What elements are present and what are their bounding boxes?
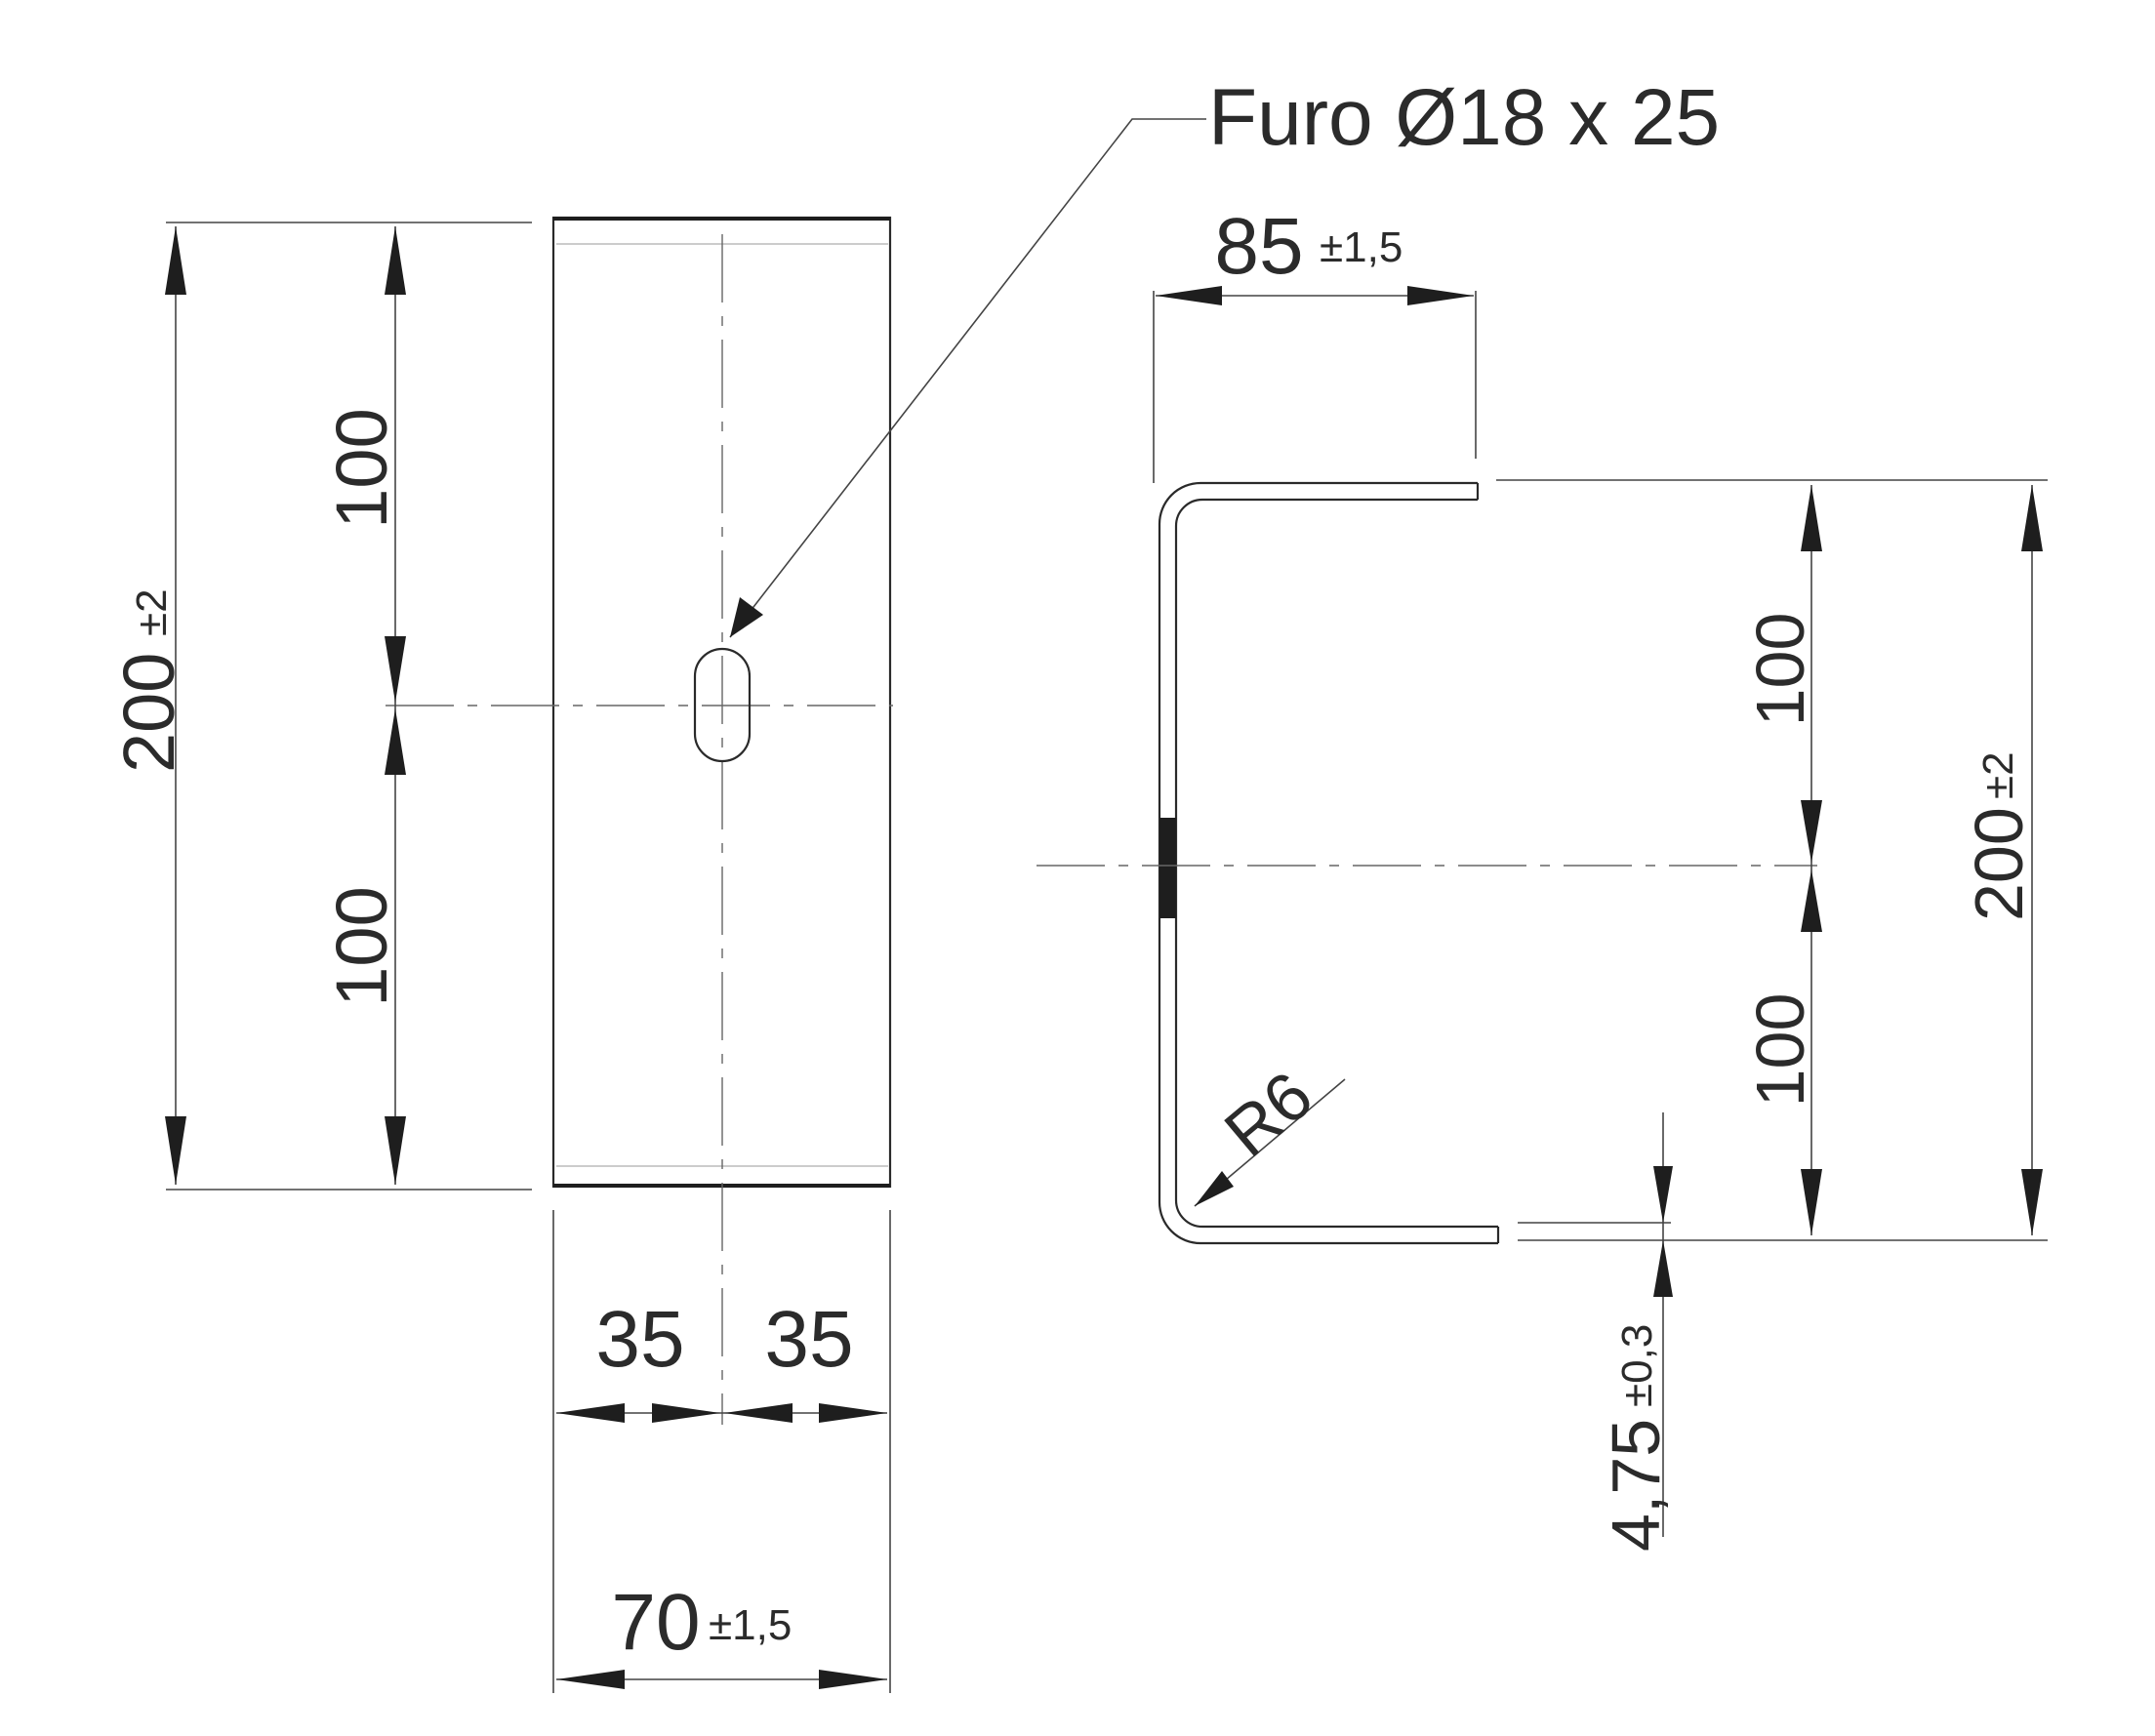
- overall-height-value: 200: [108, 653, 189, 773]
- hole-leader-arrowhead: [730, 597, 763, 637]
- side-upper-height-value: 100: [1742, 613, 1818, 727]
- side-lower-height-value: 100: [1742, 993, 1818, 1108]
- hole-callout-label: Furo Ø18 x 25: [1208, 73, 1720, 162]
- overall-width-value: 70: [611, 1578, 700, 1667]
- arrowhead-right: [819, 1670, 887, 1689]
- arrowhead-up: [1801, 485, 1822, 551]
- arrowhead-up: [2021, 485, 2043, 551]
- radius-arrowhead: [1195, 1171, 1234, 1206]
- arrowhead-right: [652, 1403, 720, 1423]
- arrowhead-up: [385, 708, 406, 775]
- arrowhead-down: [2021, 1169, 2043, 1235]
- flange-length-tolerance: ±1,5: [1320, 223, 1403, 271]
- arrowhead-down: [1801, 1169, 1822, 1235]
- arrowhead-down: [1801, 800, 1822, 863]
- thickness-value: 4,75: [1598, 1419, 1674, 1552]
- right-width-value: 35: [764, 1295, 853, 1384]
- side-view: 85 ±1,5 100 100 200 ±2 R6 4,75 ±0,3: [1037, 202, 2048, 1552]
- arrowhead-up: [1801, 869, 1822, 932]
- arrowhead-up: [165, 226, 186, 295]
- slotted-hole: [693, 647, 752, 763]
- lower-height-value: 100: [321, 886, 402, 1006]
- upper-height-value: 100: [321, 408, 402, 528]
- arrowhead-right: [1407, 286, 1474, 305]
- flange-length-value: 85: [1214, 202, 1303, 291]
- hole-leader-line: [729, 118, 1206, 638]
- arrowhead-down: [385, 1116, 406, 1185]
- arrowhead-down: [1653, 1166, 1673, 1223]
- side-overall-height-tolerance: ±2: [1974, 751, 2022, 799]
- channel-outer-contour: [1158, 481, 1498, 1245]
- arrowhead-left: [556, 1403, 625, 1423]
- thickness-tolerance: ±0,3: [1613, 1324, 1661, 1407]
- arrowhead-down: [385, 636, 406, 703]
- arrowhead-right: [819, 1403, 887, 1423]
- web-section-mark: [1159, 818, 1176, 918]
- side-overall-height-value: 200: [1961, 807, 2037, 921]
- left-width-value: 35: [595, 1295, 684, 1384]
- arrowhead-down: [165, 1116, 186, 1185]
- arrowhead-left: [724, 1403, 793, 1423]
- arrowhead-up: [385, 226, 406, 295]
- arrowhead-up: [1653, 1240, 1673, 1297]
- overall-height-tolerance: ±2: [128, 588, 176, 636]
- arrowhead-left: [556, 1670, 625, 1689]
- front-view: 200 ±2 100 100 35 35 70 ±1,5 Furo Ø18 x …: [108, 73, 1720, 1693]
- bend-radius-value: R6: [1210, 1057, 1326, 1171]
- overall-width-tolerance: ±1,5: [709, 1601, 792, 1649]
- arrowhead-left: [1156, 286, 1222, 305]
